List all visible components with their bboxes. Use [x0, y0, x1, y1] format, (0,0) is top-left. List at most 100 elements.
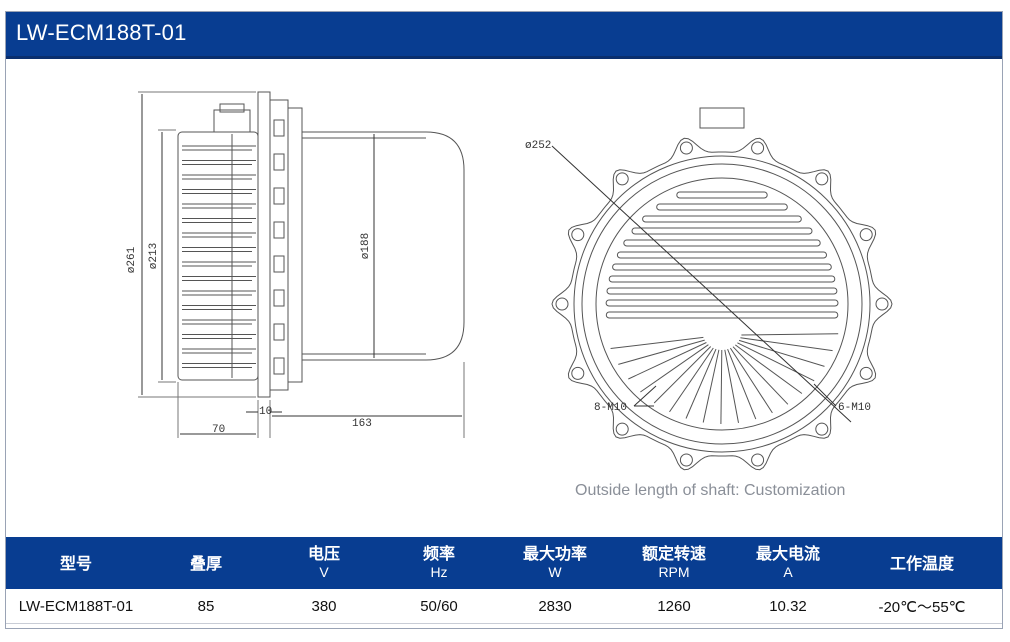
housing-ring-inner: [581, 163, 863, 445]
side-view: [138, 91, 465, 438]
radial-rib: [738, 339, 825, 367]
radial-rib: [669, 347, 714, 413]
flange-hole: [273, 119, 285, 137]
header-label: 工作温度: [889, 553, 954, 573]
bolt-hole: [815, 422, 829, 436]
radial-rib: [640, 344, 709, 393]
flange-hole: [273, 323, 285, 341]
bolt-hole: [859, 366, 873, 380]
radial-rib: [720, 349, 723, 425]
radial-rib: [724, 349, 739, 423]
technical-drawing: ø261 ø213 ø188 10 70 163 ø252 8-M10 6-M1…: [6, 60, 1002, 530]
flange-hole: [273, 153, 285, 171]
rib: [642, 215, 802, 223]
rib: [623, 239, 821, 247]
flange-hole: [273, 357, 285, 375]
header-label: 最大功率: [522, 544, 587, 563]
heatsink-fins: [182, 134, 256, 378]
table-cell: 10.32: [734, 589, 842, 624]
radial-rib: [735, 344, 803, 394]
table-header-cell: 叠厚: [146, 537, 266, 589]
table-cell: 380: [266, 589, 382, 624]
drawing-svg: ø261 ø213 ø188 10 70 163 ø252 8-M10 6-M1…: [126, 91, 893, 471]
radial-rib: [732, 346, 789, 405]
radial-rib: [610, 336, 704, 349]
table-header-cell: 型号: [6, 537, 146, 589]
radial-rib: [618, 339, 705, 365]
flange-plate: [257, 91, 271, 398]
radial-rib: [729, 347, 773, 414]
dim-rear-length: 70: [212, 424, 225, 436]
bolt-hole: [679, 141, 693, 155]
header-unit: Hz: [430, 564, 448, 580]
bolt-hole: [555, 297, 569, 311]
bolt-hole: [571, 366, 585, 380]
header-label: 频率: [422, 544, 455, 563]
page-title: LW-ECM188T-01: [16, 20, 187, 45]
table-cell: 1260: [614, 589, 734, 624]
mounting-bolts: [555, 141, 889, 467]
radial-rib: [653, 346, 712, 404]
rib: [631, 227, 813, 235]
bolt-circle-ring: [595, 177, 849, 431]
table-cell: -20℃～55℃: [842, 589, 1002, 624]
table-cell: LW-ECM188T-01: [6, 589, 146, 624]
bolt-hole: [751, 453, 765, 467]
flange-ring: [269, 99, 289, 391]
rib: [608, 275, 836, 283]
label-holes-b: 6-M10: [838, 402, 871, 414]
front-view: [551, 107, 893, 471]
header-label: 叠厚: [189, 553, 222, 573]
dim-overall-dia: ø261: [126, 246, 138, 273]
header-label: 额定转速: [641, 544, 706, 563]
motor-front-body: [301, 131, 465, 361]
leader-line: [633, 385, 657, 407]
label-holes-a: 8-M10: [594, 402, 627, 414]
flange-outline: [551, 137, 893, 471]
bolt-hole: [679, 453, 693, 467]
table-cell: 85: [146, 589, 266, 624]
rib: [616, 251, 828, 259]
bolt-hole: [751, 141, 765, 155]
bolt-hole: [815, 172, 829, 186]
flange-hole: [273, 221, 285, 239]
header-unit: A: [783, 564, 793, 580]
bolt-hole: [615, 172, 629, 186]
bolt-hole: [571, 228, 585, 242]
header-label: 型号: [59, 553, 92, 573]
horizontal-ribs: [605, 191, 839, 319]
header-label: 电压: [307, 544, 340, 563]
header-unit: W: [548, 564, 562, 580]
shaft-note: Outside length of shaft: Customization: [575, 482, 846, 499]
rib: [676, 191, 768, 199]
radial-rib: [702, 349, 720, 423]
leader-line: [551, 145, 852, 423]
radial-rib: [628, 342, 707, 380]
header-unit: RPM: [658, 564, 690, 580]
dim-body-dia: ø188: [360, 233, 372, 259]
table-cell: 50/60: [382, 589, 496, 624]
radial-ribs: [610, 333, 839, 425]
header-unit: V: [319, 564, 329, 580]
heatsink-body: [177, 131, 259, 381]
flange-step: [287, 107, 303, 383]
terminal-cap: [219, 103, 245, 113]
leader-line: [813, 383, 837, 407]
table-header-cell: 工作温度: [842, 537, 1002, 589]
rib: [605, 311, 839, 319]
flange-hole: [273, 187, 285, 205]
radial-rib: [741, 333, 839, 336]
radial-rib: [740, 337, 833, 352]
radial-rib: [727, 349, 757, 420]
page-frame: [5, 11, 1003, 629]
header-label: 最大电流: [755, 544, 820, 563]
radial-rib: [685, 348, 717, 419]
